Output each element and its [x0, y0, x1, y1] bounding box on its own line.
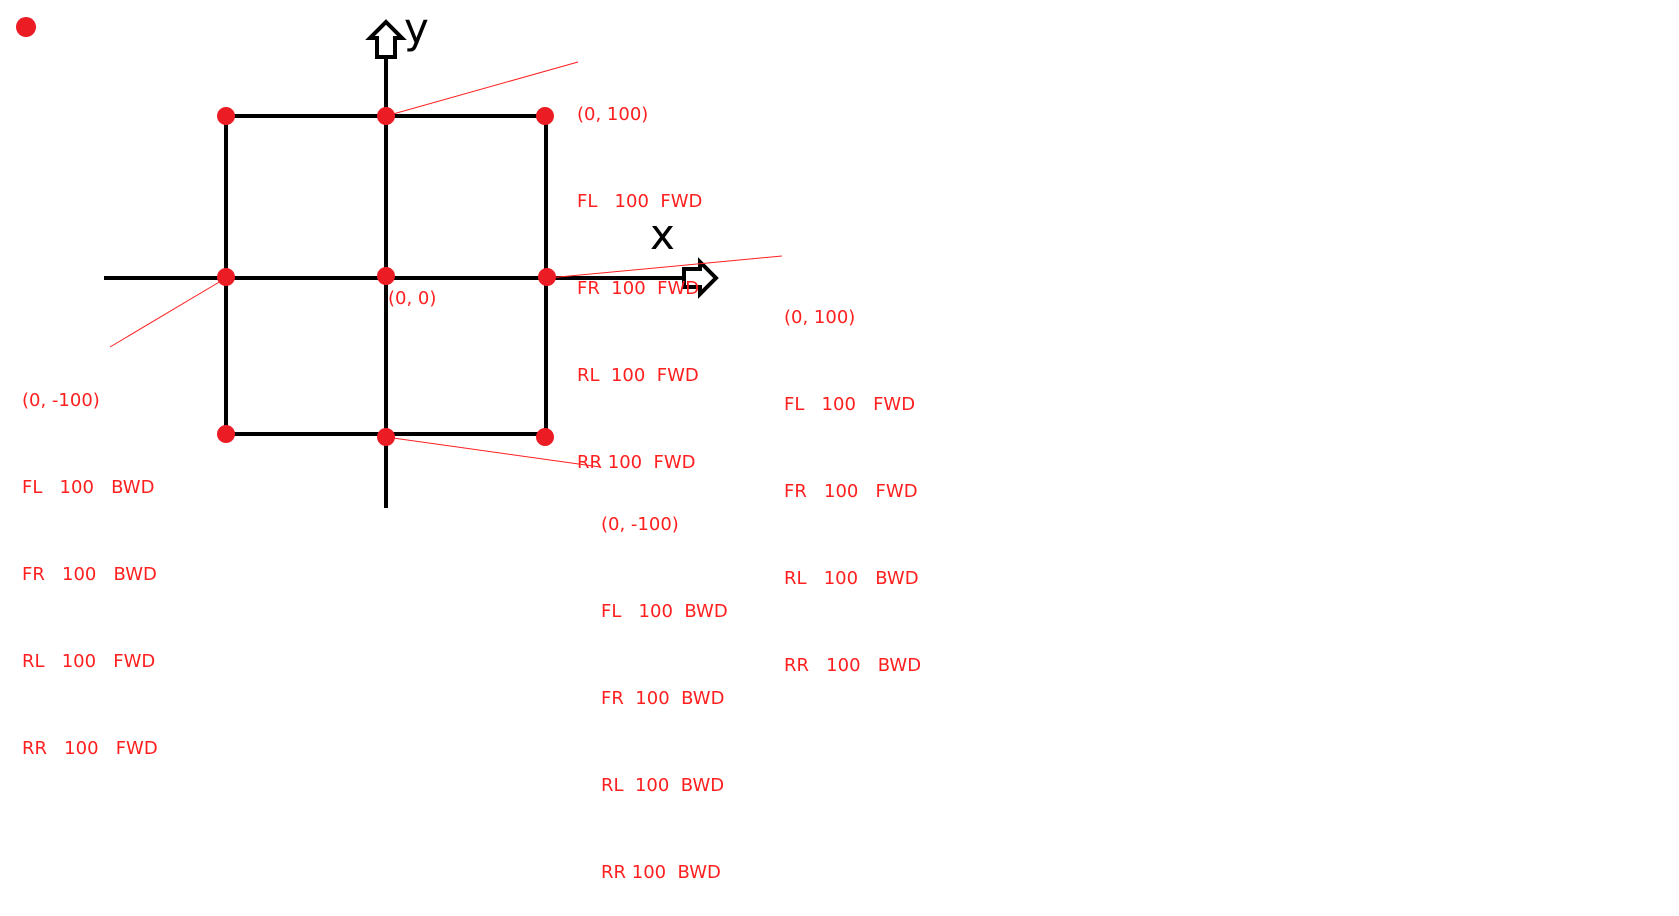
- annotation-right-row: RR 100 BWD: [784, 655, 922, 676]
- annotation-left-row: RR 100 FWD: [22, 738, 158, 759]
- leader-line-left: [109, 277, 227, 348]
- annotation-top-row: FL 100 FWD: [577, 191, 703, 212]
- point-origin: [377, 267, 395, 285]
- annotation-left: (0, -100) FL 100 BWD FR 100 BWD RL 100 F…: [22, 328, 158, 792]
- point-bottom-center: [377, 428, 395, 446]
- annotation-right: (0, 100) FL 100 FWD FR 100 FWD RL 100 BW…: [784, 245, 921, 709]
- corner-point-top-left: [217, 107, 235, 125]
- point-middle-left: [217, 268, 235, 286]
- annotation-right-row: RL 100 BWD: [784, 568, 919, 589]
- leader-line-bottom: [385, 436, 601, 468]
- annotation-bottom-row: RR 100 BWD: [601, 862, 721, 883]
- annotation-top: (0, 100) FL 100 FWD FR 100 FWD RL 100 FW…: [577, 42, 702, 506]
- annotation-bottom-row: RL 100 BWD: [601, 775, 725, 796]
- x-axis-arrow-icon: [682, 257, 719, 299]
- annotation-bottom: (0, -100) FL 100 BWD FR 100 BWD RL 100 B…: [601, 452, 728, 916]
- x-axis-label: x: [650, 210, 675, 259]
- annotation-top-row: FR 100 FWD: [577, 278, 700, 299]
- point-top-center: [377, 107, 395, 125]
- annotation-bottom-row: FR 100 BWD: [601, 688, 725, 709]
- leader-line-right: [547, 255, 783, 279]
- annotation-left-coord: (0, -100): [22, 390, 100, 411]
- annotation-top-coord: (0, 100): [577, 104, 649, 125]
- annotation-top-row: RL 100 FWD: [577, 365, 699, 386]
- corner-point-bottom-right: [536, 428, 554, 446]
- leader-line-top: [385, 61, 579, 117]
- annotation-bottom-row: FL 100 BWD: [601, 601, 728, 622]
- y-axis-arrow-icon: [365, 19, 407, 59]
- marker-dot: [16, 17, 36, 37]
- coordinate-diagram: [16, 17, 783, 508]
- origin-label: (0, 0): [388, 288, 437, 309]
- annotation-left-row: FR 100 BWD: [22, 564, 157, 585]
- annotation-right-coord: (0, 100): [784, 307, 856, 328]
- annotation-bottom-coord: (0, -100): [601, 514, 679, 535]
- y-axis-label: y: [404, 4, 429, 53]
- point-middle-right: [538, 268, 556, 286]
- annotation-right-row: FR 100 FWD: [784, 481, 918, 502]
- annotation-right-row: FL 100 FWD: [784, 394, 916, 415]
- corner-point-top-right: [536, 107, 554, 125]
- corner-point-bottom-left: [217, 425, 235, 443]
- annotation-left-row: RL 100 FWD: [22, 651, 156, 672]
- annotation-left-row: FL 100 BWD: [22, 477, 155, 498]
- annotation-top-row: RR 100 FWD: [577, 452, 696, 473]
